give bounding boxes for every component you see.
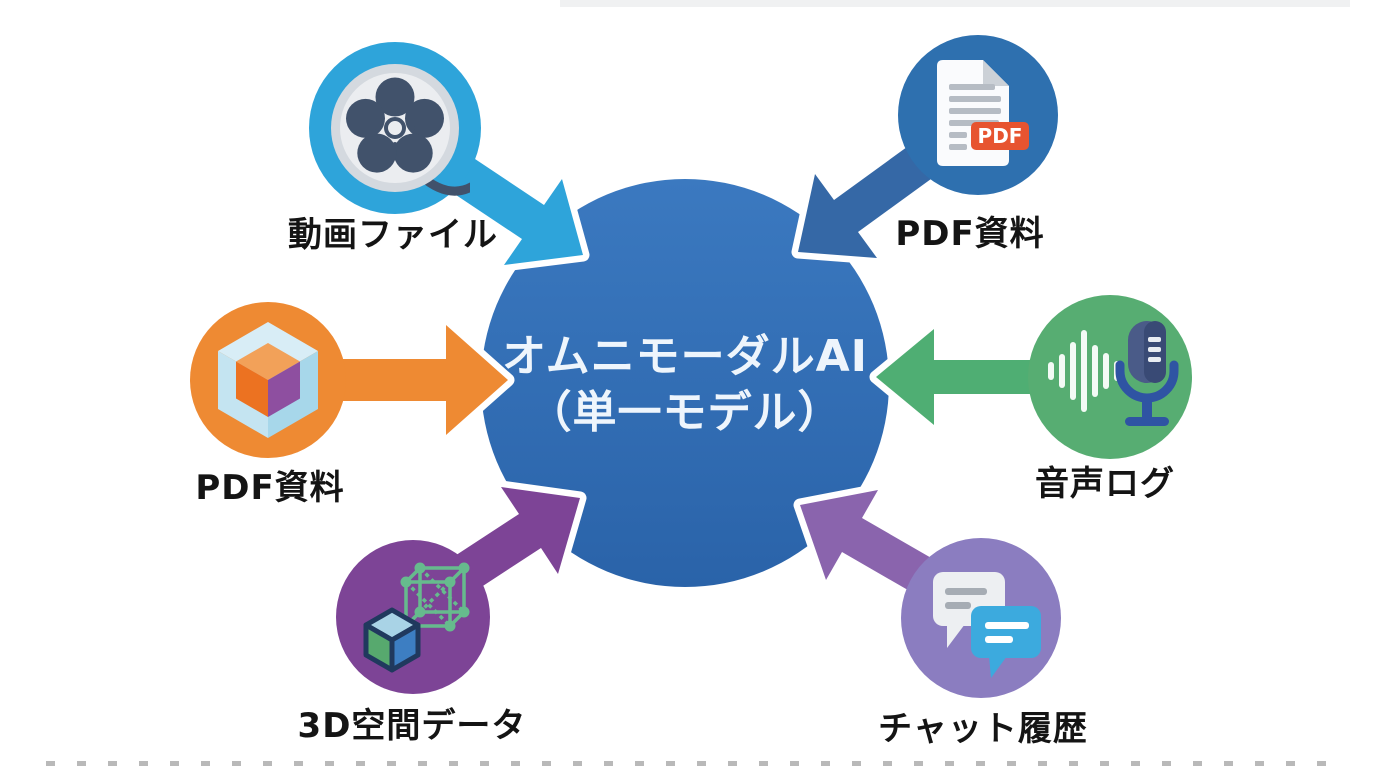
node-cube <box>190 302 346 458</box>
3d-network-icon <box>363 562 470 673</box>
microphone-waveform-icon <box>1048 321 1179 426</box>
bottom-artifact-strip <box>46 761 1330 766</box>
node-pdf-document: PDF <box>898 35 1058 195</box>
node-audio-log <box>1028 295 1192 459</box>
center-title-line2: （単一モデル） <box>527 387 843 439</box>
node-label-pdf: PDF資料 <box>895 214 1045 254</box>
arrow-spatial-to-center <box>444 487 580 597</box>
arrow-pdf-to-center <box>798 139 942 258</box>
arrow-cube-to-center <box>330 325 508 435</box>
node-video-file <box>309 42 481 214</box>
pdf-badge-label: PDF <box>978 124 1023 148</box>
node-label-audio: 音声ログ <box>1035 464 1175 504</box>
node-chat-history <box>901 538 1061 698</box>
node-3d-spatial <box>336 540 490 694</box>
node-label-spatial: 3D空間データ <box>297 706 527 746</box>
pdf-document-icon: PDF <box>937 60 1029 166</box>
node-label-chat: チャット履歴 <box>878 709 1088 749</box>
center-title-line1: オムニモーダルAI <box>501 331 869 382</box>
arrow-audio-to-center <box>876 329 1045 425</box>
pdf-badge <box>971 122 1029 150</box>
center-hub-circle <box>481 179 889 587</box>
3d-cube-icon <box>218 322 318 438</box>
arrow-chat-to-center <box>800 490 940 597</box>
chat-bubbles-icon <box>933 572 1041 678</box>
top-edge-artifact <box>560 0 1350 7</box>
node-label-video: 動画ファイル <box>288 215 498 255</box>
center-hub-title: オムニモーダルAI （単一モデル） <box>465 329 905 442</box>
node-label-cube: PDF資料 <box>195 468 345 508</box>
film-reel-icon <box>331 64 470 196</box>
